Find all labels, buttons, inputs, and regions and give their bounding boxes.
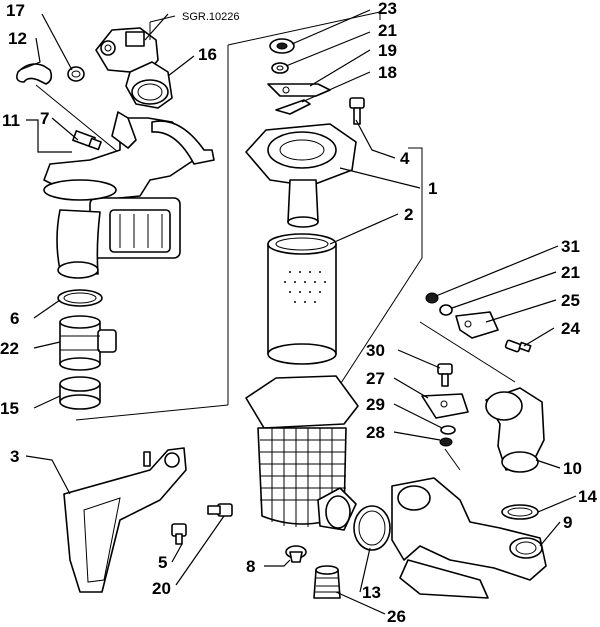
part-22-sleeve (59, 315, 117, 371)
part-4-bolt (349, 97, 365, 125)
callout-20: 20 (152, 579, 171, 598)
callout-26: 26 (387, 607, 406, 626)
part-29-washer (440, 425, 456, 435)
part-9-hose (391, 477, 547, 599)
part-14-ring (501, 504, 539, 520)
callout-23: 23 (378, 0, 397, 18)
part-20-bolt (207, 503, 233, 517)
part-31-nut (425, 292, 439, 304)
callout-1: 1 (428, 179, 437, 198)
part-15-ring (59, 376, 101, 410)
reference-code: SGR.10226 (182, 11, 239, 23)
part-12-hose (16, 63, 53, 85)
part-3-bracket (63, 447, 187, 593)
callout-15: 15 (0, 399, 19, 418)
callout-29: 29 (366, 395, 385, 414)
callout-25: 25 (561, 291, 580, 310)
part-30-bolt (437, 363, 453, 387)
throttle-body (95, 15, 176, 73)
part-17-clamp (67, 66, 85, 82)
part-11-air-intake (43, 111, 215, 279)
part-13-clamp (353, 505, 391, 551)
callout-2: 2 (404, 205, 413, 224)
callout-5: 5 (158, 553, 167, 572)
assembly-guide-lines (35, 11, 516, 471)
callout-27: 27 (366, 369, 385, 388)
callout-8: 8 (246, 557, 255, 576)
callout-18: 18 (378, 63, 397, 82)
callout-6: 6 (10, 309, 19, 328)
part-21b-washer (439, 304, 453, 316)
callout-22: 22 (0, 339, 19, 358)
callout-9: 9 (563, 513, 572, 532)
callout-21-top: 21 (378, 21, 397, 40)
part-5-bolt (171, 523, 187, 545)
part-26-bellows (313, 565, 341, 599)
callout-31: 31 (561, 237, 580, 256)
callout-4: 4 (400, 149, 410, 168)
part-24-bolt (504, 339, 532, 353)
callout-3: 3 (10, 447, 19, 466)
callout-19: 19 (378, 41, 397, 60)
leader-lines (19, 9, 577, 615)
part-8-plug (285, 545, 307, 563)
part-25-bracket (455, 311, 499, 339)
filter-housing (245, 375, 359, 531)
callout-24: 24 (561, 319, 580, 338)
part-6-ring (57, 289, 103, 307)
part-18-clip (275, 99, 311, 115)
callout-13: 13 (362, 583, 381, 602)
callout-14: 14 (578, 487, 597, 506)
part-1-filter-cover (245, 123, 357, 228)
part-10-elbow (485, 387, 545, 473)
part-21-washer (271, 62, 289, 74)
part-27-bracket (421, 393, 469, 419)
part-23-grommet (269, 38, 295, 54)
part-7-sensor (72, 130, 102, 151)
callout-16: 16 (198, 45, 217, 64)
callout-28: 28 (366, 423, 385, 442)
callout-11: 11 (2, 111, 20, 130)
callout-10: 10 (563, 459, 582, 478)
callout-17: 17 (6, 1, 25, 20)
callout-12: 12 (8, 29, 27, 48)
callout-30: 30 (366, 341, 385, 360)
callout-21-right: 21 (561, 263, 580, 282)
part-16-duct (125, 61, 173, 109)
part-2-filter-element (267, 233, 337, 365)
callout-7: 7 (40, 109, 49, 128)
part-28-nut (439, 437, 453, 447)
